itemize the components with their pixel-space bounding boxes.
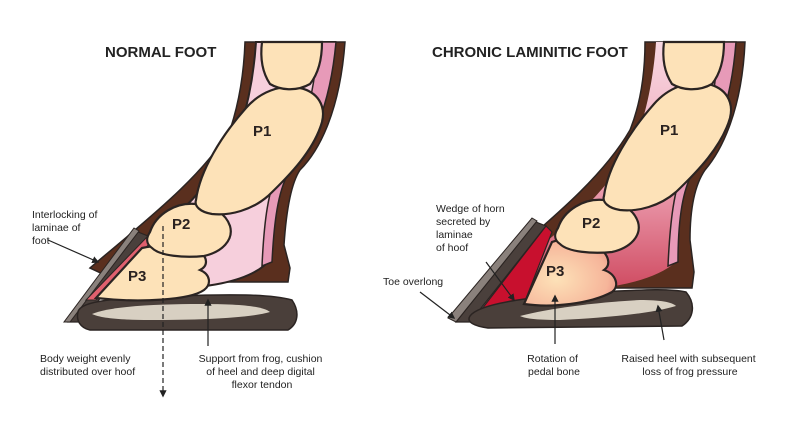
cannon-bone xyxy=(662,40,726,91)
p1-bone xyxy=(194,85,325,216)
note-rotation: Rotation of pedal bone xyxy=(527,353,581,378)
arrow-laminae xyxy=(47,239,100,263)
arrow-heel xyxy=(655,304,665,341)
bone-label-p2: P2 xyxy=(172,216,190,233)
bone-label-p3: P3 xyxy=(128,268,146,285)
note-raised-heel: Raised heel with subsequent loss of frog… xyxy=(621,353,758,378)
bone-label-p1: P1 xyxy=(660,122,678,139)
p1-bone xyxy=(602,81,733,212)
panel-title-laminitic: CHRONIC LAMINITIC FOOT xyxy=(432,44,628,61)
p2-bone xyxy=(146,202,232,258)
note-body-weight: Body weight evenly distributed over hoof xyxy=(40,353,135,378)
frog xyxy=(92,304,270,320)
bone-label-p1: P1 xyxy=(253,123,271,140)
bone-label-p2: P2 xyxy=(582,215,600,232)
note-toe-overlong: Toe overlong xyxy=(383,276,443,288)
note-support: Support from frog, cushion of heel and d… xyxy=(199,353,326,391)
arrow-toe xyxy=(419,291,456,319)
frog xyxy=(520,300,676,320)
hoof-wall-outer xyxy=(63,227,140,323)
bone-label-p3: P3 xyxy=(546,263,564,280)
note-wedge-of-horn: Wedge of horn secreted by laminae of hoo… xyxy=(436,203,508,254)
arrow-wedge xyxy=(485,261,515,302)
note-interlocking-laminae: Interlocking of laminae of foot xyxy=(32,209,100,247)
panel-title-normal: NORMAL FOOT xyxy=(105,44,216,61)
cannon-bone xyxy=(260,40,324,91)
laminitic-foot-panel: CHRONIC LAMINITIC FOOT P1 P2 P3 Wed xyxy=(383,40,758,378)
p2-bone xyxy=(554,198,640,254)
normal-foot-panel: NORMAL FOOT P1 P2 P3 Interlocking of xyxy=(32,40,346,398)
